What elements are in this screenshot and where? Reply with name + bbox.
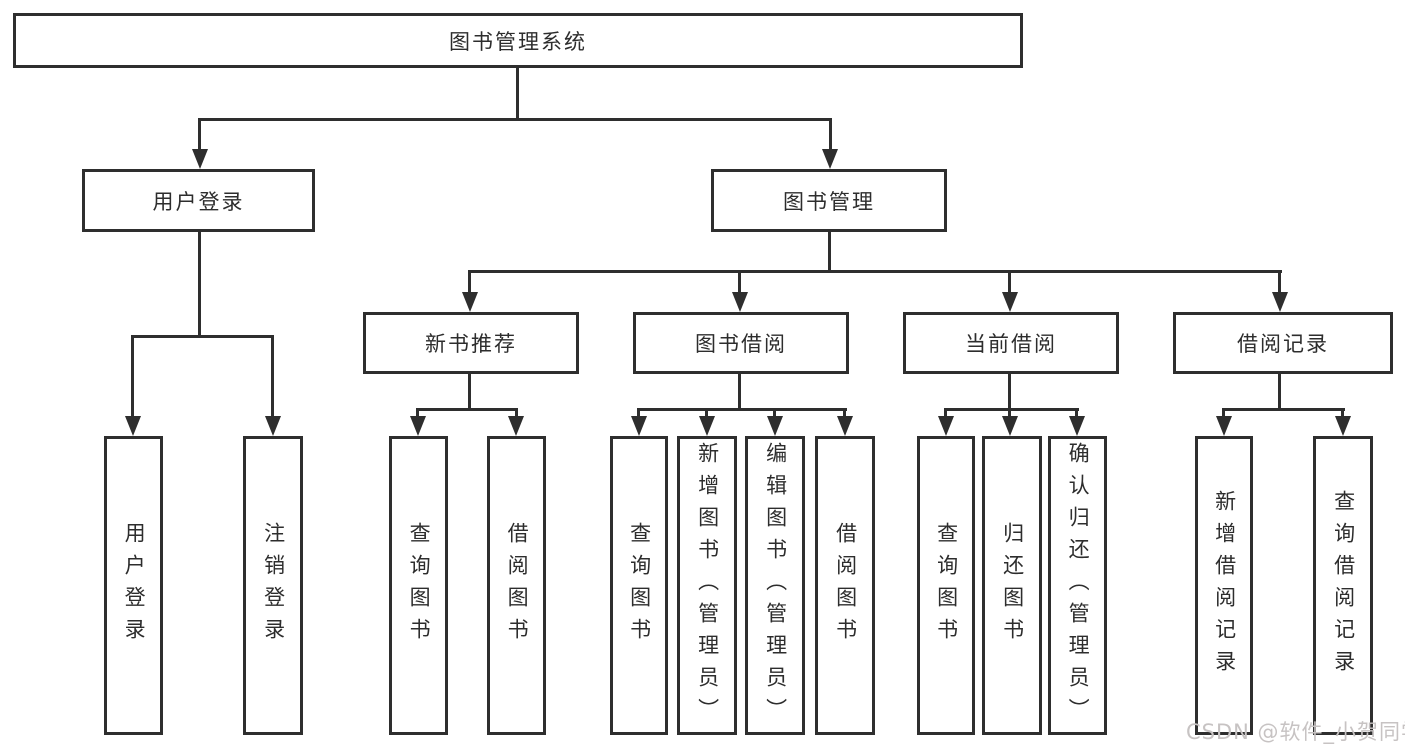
connector-line (515, 408, 518, 418)
node-label: 当前借阅 (965, 332, 1057, 356)
connector-line (828, 232, 831, 273)
node-label: 借阅记录 (1237, 332, 1329, 356)
leaf-label: 查询图书 (407, 521, 432, 650)
leaf-label: 确认归还（管理员） (1066, 441, 1091, 730)
connector-line (1008, 270, 1011, 295)
leaf-logout: 注销登录 (243, 436, 303, 735)
arrow-down-icon (631, 416, 647, 436)
node-label: 新书推荐 (425, 332, 517, 356)
connector-line (1222, 408, 1225, 418)
node-new-book-recommendation: 新书推荐 (363, 312, 579, 374)
connector-line (944, 408, 1079, 411)
connector-line (468, 374, 471, 411)
connector-line (468, 270, 1282, 273)
connector-line (198, 232, 201, 338)
leaf-label: 查询借阅记录 (1331, 489, 1356, 682)
arrow-down-icon (1002, 292, 1018, 312)
arrow-down-icon (1272, 292, 1288, 312)
leaf-label: 查询图书 (934, 521, 959, 650)
node-label: 图书管理系统 (449, 29, 587, 54)
arrow-down-icon (1069, 416, 1085, 436)
connector-line (1341, 408, 1344, 418)
connector-line (271, 335, 274, 418)
leaf-edit-book-admin: 编辑图书（管理员） (745, 436, 805, 735)
connector-line (1075, 408, 1078, 418)
leaf-label: 注销登录 (261, 521, 286, 650)
connector-line (843, 408, 846, 418)
connector-line (637, 408, 847, 411)
connector-line (416, 408, 419, 418)
leaf-label: 新增借阅记录 (1212, 489, 1237, 682)
arrow-down-icon (699, 416, 715, 436)
leaf-label: 归还图书 (1000, 521, 1025, 650)
leaf-label: 借阅图书 (505, 521, 530, 650)
node-user-login: 用户登录 (82, 169, 315, 232)
node-borrowing-records: 借阅记录 (1173, 312, 1393, 374)
node-label: 用户登录 (152, 189, 245, 214)
leaf-confirm-return-admin: 确认归还（管理员） (1048, 436, 1107, 735)
leaf-add-book-admin: 新增图书（管理员） (677, 436, 737, 735)
node-current-borrowing: 当前借阅 (903, 312, 1119, 374)
arrow-down-icon (1216, 416, 1232, 436)
leaf-user-login: 用户登录 (104, 436, 163, 735)
node-library-management-system: 图书管理系统 (13, 13, 1023, 68)
leaf-borrow-books-recommend: 借阅图书 (487, 436, 546, 735)
arrow-down-icon (1002, 416, 1018, 436)
arrow-down-icon (1335, 416, 1351, 436)
connector-line (705, 408, 708, 418)
leaf-query-books-borrowing: 查询图书 (610, 436, 668, 735)
arrow-down-icon (508, 416, 524, 436)
connector-line (131, 335, 134, 418)
watermark: CSDN @软件_小贺同学 (1186, 720, 1405, 744)
connector-line (131, 335, 274, 338)
leaf-add-borrow-record: 新增借阅记录 (1195, 436, 1253, 735)
connector-line (1008, 374, 1011, 411)
leaf-return-books: 归还图书 (982, 436, 1042, 735)
leaf-query-borrow-record: 查询借阅记录 (1313, 436, 1373, 735)
connector-line (1222, 408, 1345, 411)
connector-line (738, 374, 741, 411)
connector-line (468, 270, 471, 295)
leaf-borrow-books: 借阅图书 (815, 436, 875, 735)
leaf-query-books-current: 查询图书 (917, 436, 975, 735)
arrow-down-icon (938, 416, 954, 436)
leaf-label: 用户登录 (122, 521, 147, 650)
arrow-down-icon (410, 416, 426, 436)
leaf-label: 借阅图书 (833, 521, 858, 650)
connector-line (738, 270, 741, 295)
connector-line (1278, 374, 1281, 411)
arrow-down-icon (265, 416, 281, 436)
arrow-down-icon (462, 292, 478, 312)
arrow-down-icon (767, 416, 783, 436)
node-label: 图书借阅 (695, 332, 787, 356)
connector-line (1278, 270, 1281, 295)
arrow-down-icon (732, 292, 748, 312)
leaf-query-books-recommend: 查询图书 (389, 436, 448, 735)
connector-line (198, 118, 201, 151)
connector-line (773, 408, 776, 418)
leaf-label: 编辑图书（管理员） (763, 441, 788, 730)
connector-line (944, 408, 947, 418)
leaf-label: 新增图书（管理员） (695, 441, 720, 730)
connector-line (829, 118, 832, 151)
connector-line (637, 408, 640, 418)
arrow-down-icon (125, 416, 141, 436)
arrow-down-icon (192, 149, 208, 169)
node-label: 图书管理 (783, 189, 875, 214)
leaf-label: 查询图书 (627, 521, 652, 650)
node-book-management: 图书管理 (711, 169, 947, 232)
connector-line (516, 68, 519, 120)
node-book-borrowing: 图书借阅 (633, 312, 849, 374)
arrow-down-icon (837, 416, 853, 436)
arrow-down-icon (822, 149, 838, 169)
connector-line (416, 408, 518, 411)
connector-line (198, 118, 832, 121)
connector-line (1008, 408, 1011, 418)
